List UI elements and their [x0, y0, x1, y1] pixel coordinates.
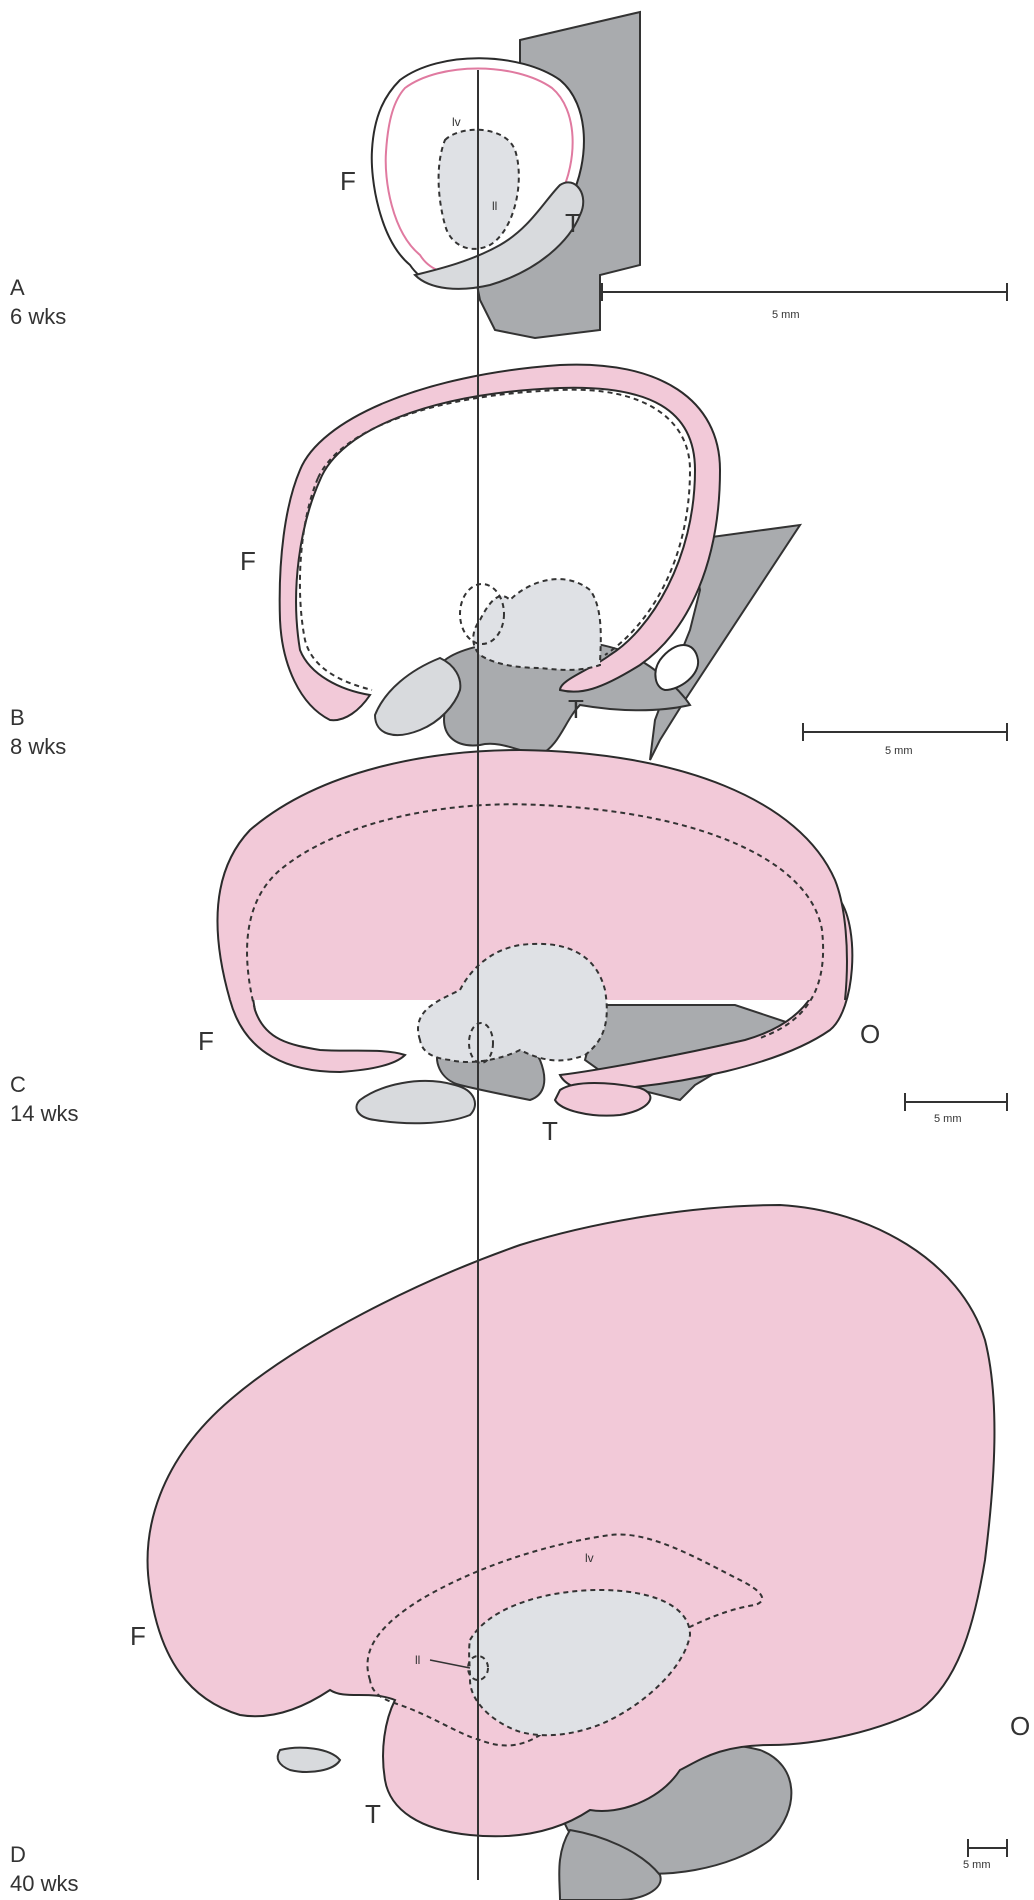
stage-letter-d: D	[10, 1842, 26, 1867]
temporal-label-c: T	[542, 1116, 558, 1146]
scale-label-d: 5 mm	[963, 1859, 991, 1871]
frontal-label-d: F	[130, 1621, 146, 1651]
temporal-label-a: T	[565, 208, 581, 238]
temporal-shape-c	[356, 1081, 475, 1123]
temporal-shape-d	[278, 1748, 340, 1772]
scale-label-a: 5 mm	[772, 309, 800, 321]
stage-age-d: 40 wks	[10, 1871, 78, 1896]
cortex-inner-dash-b2	[300, 478, 372, 690]
lv-label-d: lv	[585, 1551, 594, 1565]
ll-label-d: ll	[415, 1653, 420, 1667]
deep-structure-b	[473, 579, 601, 670]
occipital-label-d: O	[1010, 1711, 1030, 1741]
temporal-pink-c	[555, 1083, 650, 1116]
cortex-pink-d	[148, 1205, 995, 1836]
stage-age-b: 8 wks	[10, 734, 66, 759]
scale-label-b: 5 mm	[885, 745, 913, 757]
frontal-label-c: F	[198, 1026, 214, 1056]
stage-age-a: 6 wks	[10, 304, 66, 329]
stage-letter-b: B	[10, 705, 25, 730]
panel-b: F T 5 mm B 8 wks	[10, 365, 1007, 760]
stage-letter-a: A	[10, 275, 25, 300]
temporal-label-d: T	[365, 1799, 381, 1829]
panel-a: lv ll F T 5 mm A 6 wks	[10, 12, 1007, 338]
panel-d: lv ll F T O 5 mm D 40 wks	[10, 1205, 1030, 1900]
frontal-label-a: F	[340, 166, 356, 196]
lv-label-a: lv	[452, 115, 461, 129]
stage-letter-c: C	[10, 1072, 26, 1097]
ll-label-a: ll	[492, 199, 497, 213]
frontal-label-b: F	[240, 546, 256, 576]
scale-label-c: 5 mm	[934, 1113, 962, 1125]
stage-age-c: 14 wks	[10, 1101, 78, 1126]
brainstem-shape-b	[650, 525, 800, 760]
occipital-label-c: O	[860, 1019, 880, 1049]
temporal-label-b: T	[568, 694, 584, 724]
panel-c: F T O 5 mm C 14 wks	[10, 750, 1007, 1146]
